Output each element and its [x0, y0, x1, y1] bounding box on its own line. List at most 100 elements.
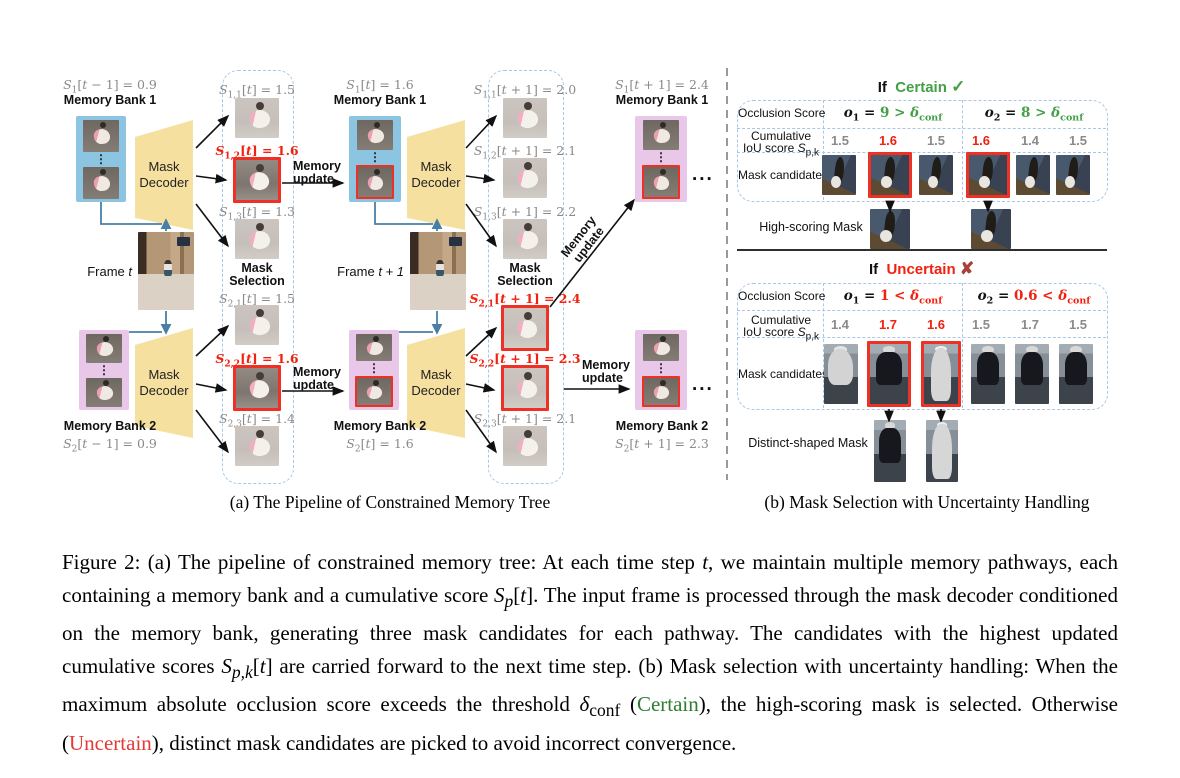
memory-frame-thumbnail-new: [355, 375, 393, 407]
mask-candidate-thumbnail: [822, 155, 856, 195]
distinct-mask-thumbnail: [874, 420, 906, 482]
occlusion-value-1: o1 = 9 > δconf: [843, 105, 943, 124]
occlusion-score-row-label: Occlusion Score: [738, 106, 826, 120]
candidate-score: S1,1[t] = 1.5: [218, 82, 295, 101]
mask-candidate-thumbnail: [1016, 155, 1050, 195]
table-separator: [737, 152, 1106, 153]
high-scoring-mask-thumbnail: [870, 209, 910, 249]
mask-candidate-thumbnail: [235, 305, 279, 345]
mask-candidate-thumbnail: [919, 155, 953, 195]
frame-t-label: Frame t: [87, 264, 132, 279]
iou-score-highlight: 1.6: [926, 317, 946, 332]
iou-score: 1.7: [1020, 317, 1040, 332]
iou-score-highlight: 1.7: [878, 317, 898, 332]
memory-bank-2-t1: ⋮: [349, 330, 399, 410]
figure-diagram: S1[t − 1] = 0.9 Memory Bank 1 ⋮ Mask Dec…: [0, 0, 1180, 530]
occlusion-score-row-label: Occlusion Score: [738, 289, 826, 303]
mask-candidate-thumbnail-selected: [921, 341, 961, 407]
iou-score: 1.5: [926, 133, 946, 148]
memory-bank-2-t2: ⋮: [635, 330, 687, 410]
mask-candidate-thumbnail-selected: [233, 365, 281, 411]
mask-candidate-thumbnail-selected: [867, 341, 911, 407]
table-separator: [737, 337, 1106, 338]
iou-score: 1.5: [971, 317, 991, 332]
distinct-mask-thumbnail: [926, 420, 958, 482]
table-separator: [962, 283, 963, 408]
vertical-dots: ⋮: [655, 360, 667, 375]
iou-score: 1.4: [1020, 133, 1040, 148]
memory-update-label: Memory update: [582, 358, 630, 385]
mask-selection-label: Mask Selection: [229, 261, 285, 288]
memory-bank-1-t2: ⋮: [635, 116, 687, 202]
mask-selection-label: Mask Selection: [497, 261, 553, 288]
table-separator: [737, 128, 1106, 129]
bank2-t0-title: Memory Bank 2: [63, 419, 157, 433]
memory-frame-thumbnail-new: [356, 164, 394, 199]
memory-frame-thumbnail: [643, 119, 679, 150]
figure-caption: Figure 2: (a) The pipeline of constraine…: [62, 550, 1119, 756]
mask-candidate-thumbnail: [503, 219, 547, 259]
memory-frame-thumbnail: [643, 333, 679, 361]
mask-candidates-row-label: Mask candidates: [738, 168, 829, 182]
frame-t-image: [138, 232, 194, 310]
bank1-t2-title: Memory Bank 1: [615, 93, 709, 107]
bank1-t2-score: S1[t + 1] = 2.4: [615, 77, 709, 96]
uncertain-header: If Uncertain ✘: [868, 259, 975, 278]
mask-candidate-thumbnail: [1056, 155, 1090, 195]
continuation-ellipsis: ...: [692, 164, 714, 185]
certain-header: If Certain ✓: [877, 77, 966, 96]
iou-score-highlight: 1.6: [971, 133, 991, 148]
table-separator: [962, 100, 963, 200]
vertical-dots: ⋮: [369, 149, 381, 164]
memory-frame-thumbnail: [86, 377, 122, 407]
iou-score: 1.5: [1068, 133, 1088, 148]
memory-bank-1-t0: ⋮: [76, 116, 126, 202]
high-scoring-mask-thumbnail: [971, 209, 1011, 249]
bank2-t0-score: S2[t − 1] = 0.9: [63, 436, 157, 455]
mask-candidate-thumbnail: [1015, 344, 1049, 404]
memory-frame-thumbnail: [83, 166, 119, 199]
iou-score: 1.5: [1068, 317, 1088, 332]
high-scoring-mask-label: High-scoring Mask: [759, 220, 863, 234]
occlusion-value-2: o2 = 0.6 < δconf: [977, 288, 1091, 307]
bank2-t1-title: Memory Bank 2: [333, 419, 427, 433]
vertical-dots: ⋮: [368, 360, 380, 375]
mask-candidate-thumbnail-selected: [501, 305, 549, 351]
memory-frame-thumbnail: [83, 119, 119, 152]
mask-candidate-thumbnail-selected: [501, 365, 549, 411]
iou-score: 1.4: [830, 317, 850, 332]
candidate-score: S1,1[t + 1] = 2.0: [473, 82, 577, 101]
check-icon: ✓: [951, 77, 966, 96]
candidate-score: S1,2[t + 1] = 2.1: [473, 143, 577, 162]
mask-candidate-thumbnail: [824, 344, 858, 404]
mask-candidate-thumbnail: [235, 426, 279, 466]
mask-candidate-thumbnail: [1059, 344, 1093, 404]
memory-frame-thumbnail-new: [642, 375, 680, 407]
candidate-score-selected: S2,2[t + 1] = 2.3: [469, 351, 581, 370]
mask-candidate-thumbnail: [503, 426, 547, 466]
table-separator: [823, 100, 824, 200]
cross-icon: ✘: [959, 259, 975, 278]
vertical-dots: ⋮: [655, 149, 667, 164]
panel-a-caption: (a) The Pipeline of Constrained Memory T…: [229, 492, 551, 512]
mask-decoder-2: Mask Decoder: [135, 328, 193, 438]
mask-candidate-thumbnail: [235, 219, 279, 259]
occlusion-value-1: o1 = 1 < δconf: [843, 288, 943, 307]
bank1-t1-title: Memory Bank 1: [333, 93, 427, 107]
uncertain-table-box: [737, 283, 1108, 410]
mask-candidate-thumbnail: [503, 98, 547, 138]
memory-bank-2-t0: ⋮: [79, 330, 129, 410]
mask-candidate-thumbnail-selected: [868, 152, 912, 198]
bank1-t0-score: S1[t − 1] = 0.9: [63, 77, 157, 96]
bank1-t1-score: S1[t] = 1.6: [346, 77, 414, 96]
memory-frame-thumbnail: [356, 333, 392, 361]
mask-candidate-thumbnail: [235, 98, 279, 138]
vertical-dots: ⋮: [98, 362, 110, 377]
mask-candidate-thumbnail: [971, 344, 1005, 404]
table-separator: [823, 283, 824, 408]
candidate-box-t: [222, 70, 294, 484]
bank1-t0-title: Memory Bank 1: [63, 93, 157, 107]
bank2-t1-score: S2[t] = 1.6: [346, 436, 414, 455]
